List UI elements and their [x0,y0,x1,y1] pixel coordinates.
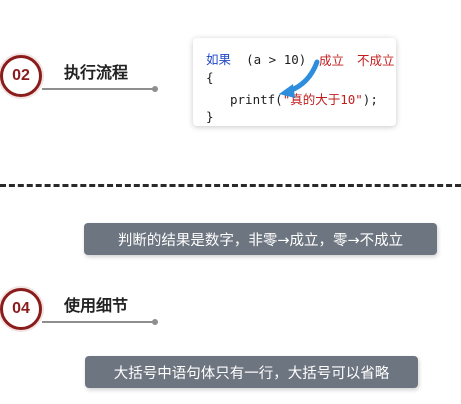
step-02-badge: 02 [0,55,42,97]
note-braces-rule: 大括号中语句体只有一行，大括号可以省略 [85,356,418,388]
code-line-if: 如果 (a > 10) [206,49,306,68]
step-04-badge: 04 [0,288,42,330]
code-label-false: 不成立 [357,53,395,68]
code-snippet-box: 如果 (a > 10) 成立 不成立 { printf("真的大于10"); } [193,38,396,126]
code-keyword-if: 如果 [206,52,232,67]
step-02-underline [42,86,158,92]
code-printf-string: "真的大于10" [282,92,363,107]
code-line-printf: printf("真的大于10"); [230,89,378,108]
step-02-number: 02 [12,67,30,84]
code-printf-suffix: ); [362,92,378,107]
step-04-underline [42,319,158,325]
code-line-open-brace: { [206,70,214,85]
code-line-close-brace: } [206,109,214,124]
step-04-number: 04 [12,300,30,317]
code-label-true: 成立 [319,53,345,68]
code-condition: (a > 10) [246,52,307,67]
step-02-title: 执行流程 [64,63,129,82]
code-printf-prefix: printf( [230,92,283,107]
note-result-rule: 判断的结果是数字，非零→成立，零→不成立 [84,223,437,255]
step-04-title: 使用细节 [64,296,129,315]
section-divider [0,184,461,187]
